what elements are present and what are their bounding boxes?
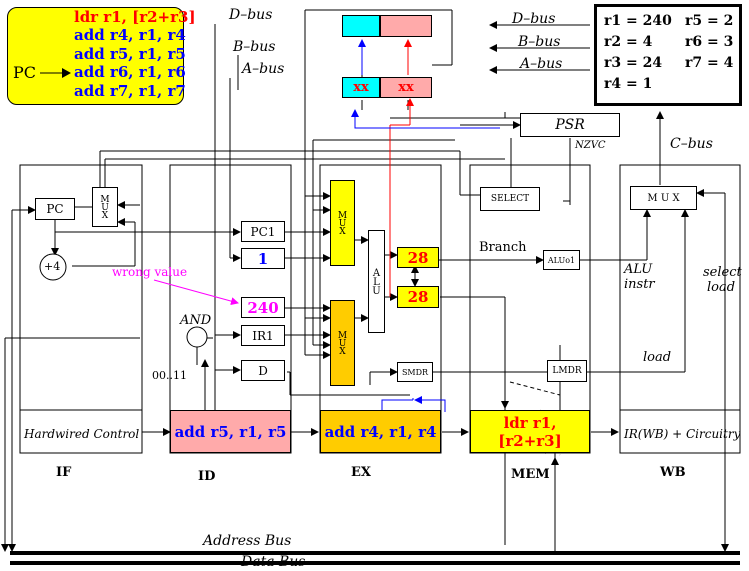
immediate-one-register: 1 bbox=[241, 248, 285, 269]
aluo1-register: ALUo1 bbox=[543, 250, 580, 270]
and-label: AND bbox=[180, 313, 212, 328]
alu-instr-label-1: ALU bbox=[624, 262, 653, 277]
nzvc-label: NZVC bbox=[575, 140, 606, 151]
ex-mux-top: MUX bbox=[330, 180, 355, 266]
register-file bbox=[594, 4, 742, 106]
a-bus-label-left: A–bus bbox=[242, 61, 285, 77]
reg-r4: r4 = 1 bbox=[604, 76, 653, 92]
pc-arrow-icon bbox=[40, 68, 71, 78]
a-bus-label-right: A–bus bbox=[520, 56, 563, 72]
instruction-4: add r6, r1, r6 bbox=[74, 63, 186, 81]
stage-label-id: ID bbox=[198, 469, 216, 484]
value-240-register: 240 bbox=[241, 297, 285, 318]
alu-result-bottom: 28 bbox=[397, 286, 439, 308]
pc-label: PC bbox=[13, 63, 37, 82]
id-instruction: add r5, r1, r5 bbox=[170, 410, 291, 453]
instruction-2: add r4, r1, r4 bbox=[74, 26, 186, 44]
if-mux: MUX bbox=[92, 187, 118, 227]
ex-mux-bottom: MUX bbox=[330, 300, 355, 386]
reg-r7: r7 = 4 bbox=[685, 55, 734, 71]
smdr-register: SMDR bbox=[397, 362, 433, 382]
mem-instruction: ldr r1, [r2+r3] bbox=[470, 410, 590, 453]
wb-instruction: IR(WB) + Circuitry bbox=[624, 427, 741, 441]
bits-label: 00..11 bbox=[152, 369, 187, 382]
stage-label-wb: WB bbox=[660, 465, 686, 480]
top-reg-pink bbox=[380, 15, 432, 37]
wb-mux: M U X bbox=[630, 186, 697, 210]
reg-r2: r2 = 4 bbox=[604, 34, 653, 50]
if-mux-label: MUX bbox=[100, 195, 110, 219]
d-bus-label-right: D–bus bbox=[512, 11, 556, 27]
xx-cyan: xx bbox=[342, 77, 380, 98]
ir1-register: IR1 bbox=[241, 325, 285, 346]
if-hardwired-control: Hardwired Control bbox=[24, 427, 140, 441]
reg-r1: r1 = 240 bbox=[604, 13, 672, 29]
load-label: load bbox=[643, 350, 672, 365]
reg-r6: r6 = 3 bbox=[685, 34, 734, 50]
lmdr-register: LMDR bbox=[547, 360, 587, 382]
stage-label-ex: EX bbox=[351, 465, 371, 480]
data-bus-label: Data Bus bbox=[241, 554, 306, 570]
pc1-register: PC1 bbox=[241, 221, 285, 242]
xx-pink: xx bbox=[380, 77, 432, 98]
c-bus-label: C–bus bbox=[670, 136, 713, 152]
d-register: D bbox=[241, 360, 285, 381]
ex-mux-top-label: MUX bbox=[337, 211, 348, 235]
reg-r5: r5 = 2 bbox=[685, 13, 734, 29]
b-bus-label-left: B–bus bbox=[233, 39, 276, 55]
pc-increment-label: +4 bbox=[44, 260, 61, 273]
select-load-label-1: select bbox=[703, 265, 742, 280]
address-bus-label: Address Bus bbox=[203, 533, 292, 549]
ex-instruction: add r4, r1, r4 bbox=[320, 410, 441, 453]
reg-r3: r3 = 24 bbox=[604, 55, 663, 71]
branch-label: Branch bbox=[479, 240, 527, 255]
b-bus-label-right: B–bus bbox=[518, 34, 561, 50]
select-block: SELECT bbox=[480, 187, 540, 211]
wrong-value-label: wrong value bbox=[112, 265, 188, 279]
instruction-3: add r5, r1, r5 bbox=[74, 45, 186, 63]
stage-label-mem: MEM bbox=[511, 467, 550, 482]
select-load-label-2: load bbox=[707, 280, 736, 295]
program-box bbox=[7, 7, 184, 105]
top-reg-cyan bbox=[342, 15, 380, 37]
alu-block: ALU bbox=[368, 230, 385, 333]
psr-box: PSR bbox=[520, 113, 620, 137]
instruction-1: ldr r1, [r2+r3] bbox=[74, 8, 196, 26]
stage-label-if: IF bbox=[56, 465, 72, 480]
d-bus-label-left: D–bus bbox=[229, 7, 273, 23]
alu-result-top: 28 bbox=[397, 247, 439, 268]
pc-register: PC bbox=[35, 198, 75, 220]
instruction-5: add r7, r1, r7 bbox=[74, 82, 186, 100]
alu-label: ALU bbox=[371, 268, 382, 295]
alu-instr-label-2: instr bbox=[624, 277, 655, 292]
ex-mux-bottom-label: MUX bbox=[337, 331, 348, 355]
